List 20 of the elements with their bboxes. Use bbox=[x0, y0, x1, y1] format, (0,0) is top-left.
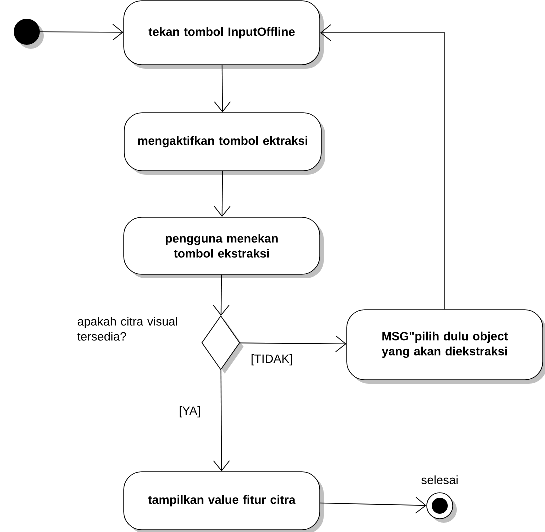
action-box: pengguna menekan tombol ekstraksi bbox=[124, 217, 324, 278]
action-box: tampilkan value fitur citra bbox=[124, 472, 324, 532]
arrow bbox=[213, 370, 230, 472]
arrow bbox=[213, 274, 230, 316]
edge-label: [YA] bbox=[178, 405, 202, 419]
start-node bbox=[14, 19, 44, 49]
decision-diamond bbox=[202, 315, 244, 374]
node-caption: apakah citra visual tersedia? bbox=[78, 317, 178, 341]
action-box: MSG"pilih dulu object yang akan diekstraksi bbox=[346, 310, 545, 384]
arrow bbox=[214, 171, 231, 218]
arrow bbox=[40, 24, 124, 41]
end-node bbox=[426, 492, 457, 523]
action-box: tekan tombol InputOffline bbox=[124, 0, 324, 69]
arrow bbox=[240, 336, 347, 352]
edge-label: [TIDAK] bbox=[250, 353, 294, 367]
node-caption: selesai bbox=[422, 476, 458, 484]
arrow bbox=[320, 24, 446, 310]
action-box: mengaktifkan tombol ektraksi bbox=[124, 112, 326, 175]
arrow bbox=[214, 65, 232, 113]
arrow bbox=[320, 497, 427, 514]
